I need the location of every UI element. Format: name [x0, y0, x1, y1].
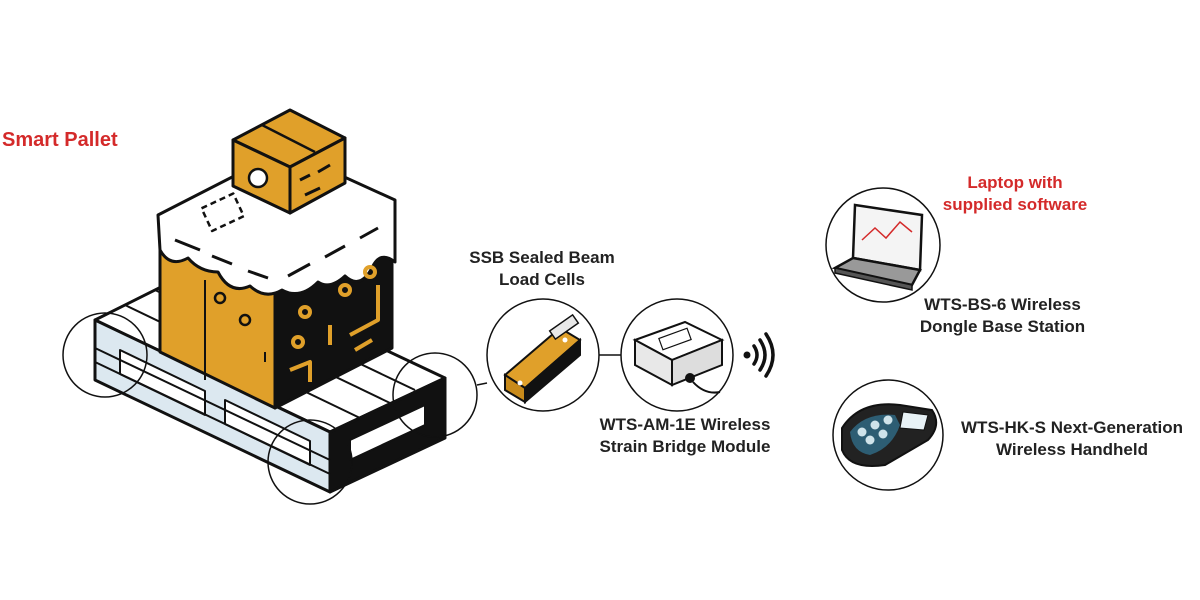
handheld-label: WTS-HK-S Next-Generation Wireless Handhe…: [945, 417, 1199, 461]
load-cell-icon: [486, 298, 600, 412]
strain-module-label: WTS-AM-1E Wireless Strain Bridge Module: [575, 414, 795, 458]
strain-module-label-line2: Strain Bridge Module: [599, 437, 771, 457]
load-cells-label-line2: Load Cells: [499, 270, 585, 290]
wireless-signal-icon: [743, 332, 775, 378]
load-cell-callouts: [62, 312, 478, 505]
handheld-label-line1: WTS-HK-S Next-Generation: [961, 418, 1183, 437]
laptop-label-line1: Laptop with: [967, 173, 1063, 192]
laptop-icon: [825, 187, 941, 303]
strain-module-icon: [620, 298, 734, 412]
strain-module-label-line1: WTS-AM-1E Wireless: [599, 415, 771, 434]
base-station-label-line2: Dongle Base Station: [919, 317, 1086, 337]
smart-pallet-label: Smart Pallet: [2, 129, 118, 151]
laptop-label-line2: supplied software: [942, 195, 1088, 215]
handheld-label-line2: Wireless Handheld: [996, 440, 1148, 460]
load-cells-label: SSB Sealed Beam Load Cells: [452, 247, 632, 291]
load-cells-label-line1: SSB Sealed Beam: [469, 248, 615, 267]
handheld-icon: [832, 379, 944, 491]
base-station-label: WTS-BS-6 Wireless Dongle Base Station: [900, 294, 1105, 338]
base-station-label-line1: WTS-BS-6 Wireless: [924, 295, 1081, 314]
cargo-box: [156, 108, 397, 410]
laptop-label: Laptop with supplied software: [925, 172, 1105, 216]
